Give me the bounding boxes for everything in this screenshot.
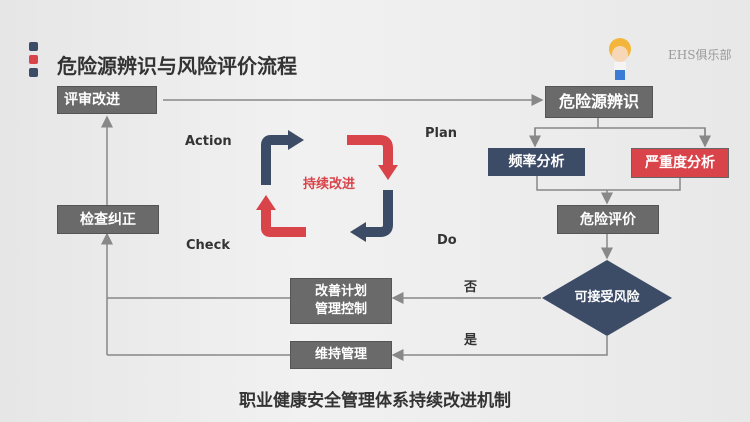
mascot-icon [609,38,631,80]
check-correct-box: 检查纠正 [57,205,159,234]
page-title: 危险源辨识与风险评价流程 [57,54,297,78]
pdca-plan-label: Plan [425,126,458,141]
improvement-plan-box: 改善计划 管理控制 [290,278,392,324]
bullet-navy [29,42,38,51]
decision-yes-label: 是 [464,333,478,348]
review-improve-box: 评审改进 [57,86,157,114]
improvement-plan-line2: 管理控制 [314,302,367,317]
brand-label: EHS俱乐部 [668,48,732,62]
risk-evaluation-box: 危险评价 [557,205,659,234]
decision-no-label: 否 [464,280,478,295]
pdca-do-label: Do [437,233,457,248]
pdca-cycle-arrows [256,130,398,242]
caption: 职业健康安全管理体系持续改进机制 [239,391,511,411]
acceptable-risk-label: 可接受风险 [574,290,640,305]
hazard-identification-box: 危险源辨识 [545,86,653,118]
pdca-check-label: Check [186,238,230,253]
improvement-plan-line1: 改善计划 [314,284,367,299]
pdca-center-label: 持续改进 [303,177,356,192]
bullet-navy [29,68,38,77]
maintain-management-box: 维持管理 [290,341,392,369]
frequency-analysis-box: 频率分析 [488,148,585,176]
pdca-action-label: Action [185,134,232,149]
severity-analysis-box: 严重度分析 [631,148,729,178]
decision-diamond [542,260,672,336]
bullet-red [29,55,38,64]
